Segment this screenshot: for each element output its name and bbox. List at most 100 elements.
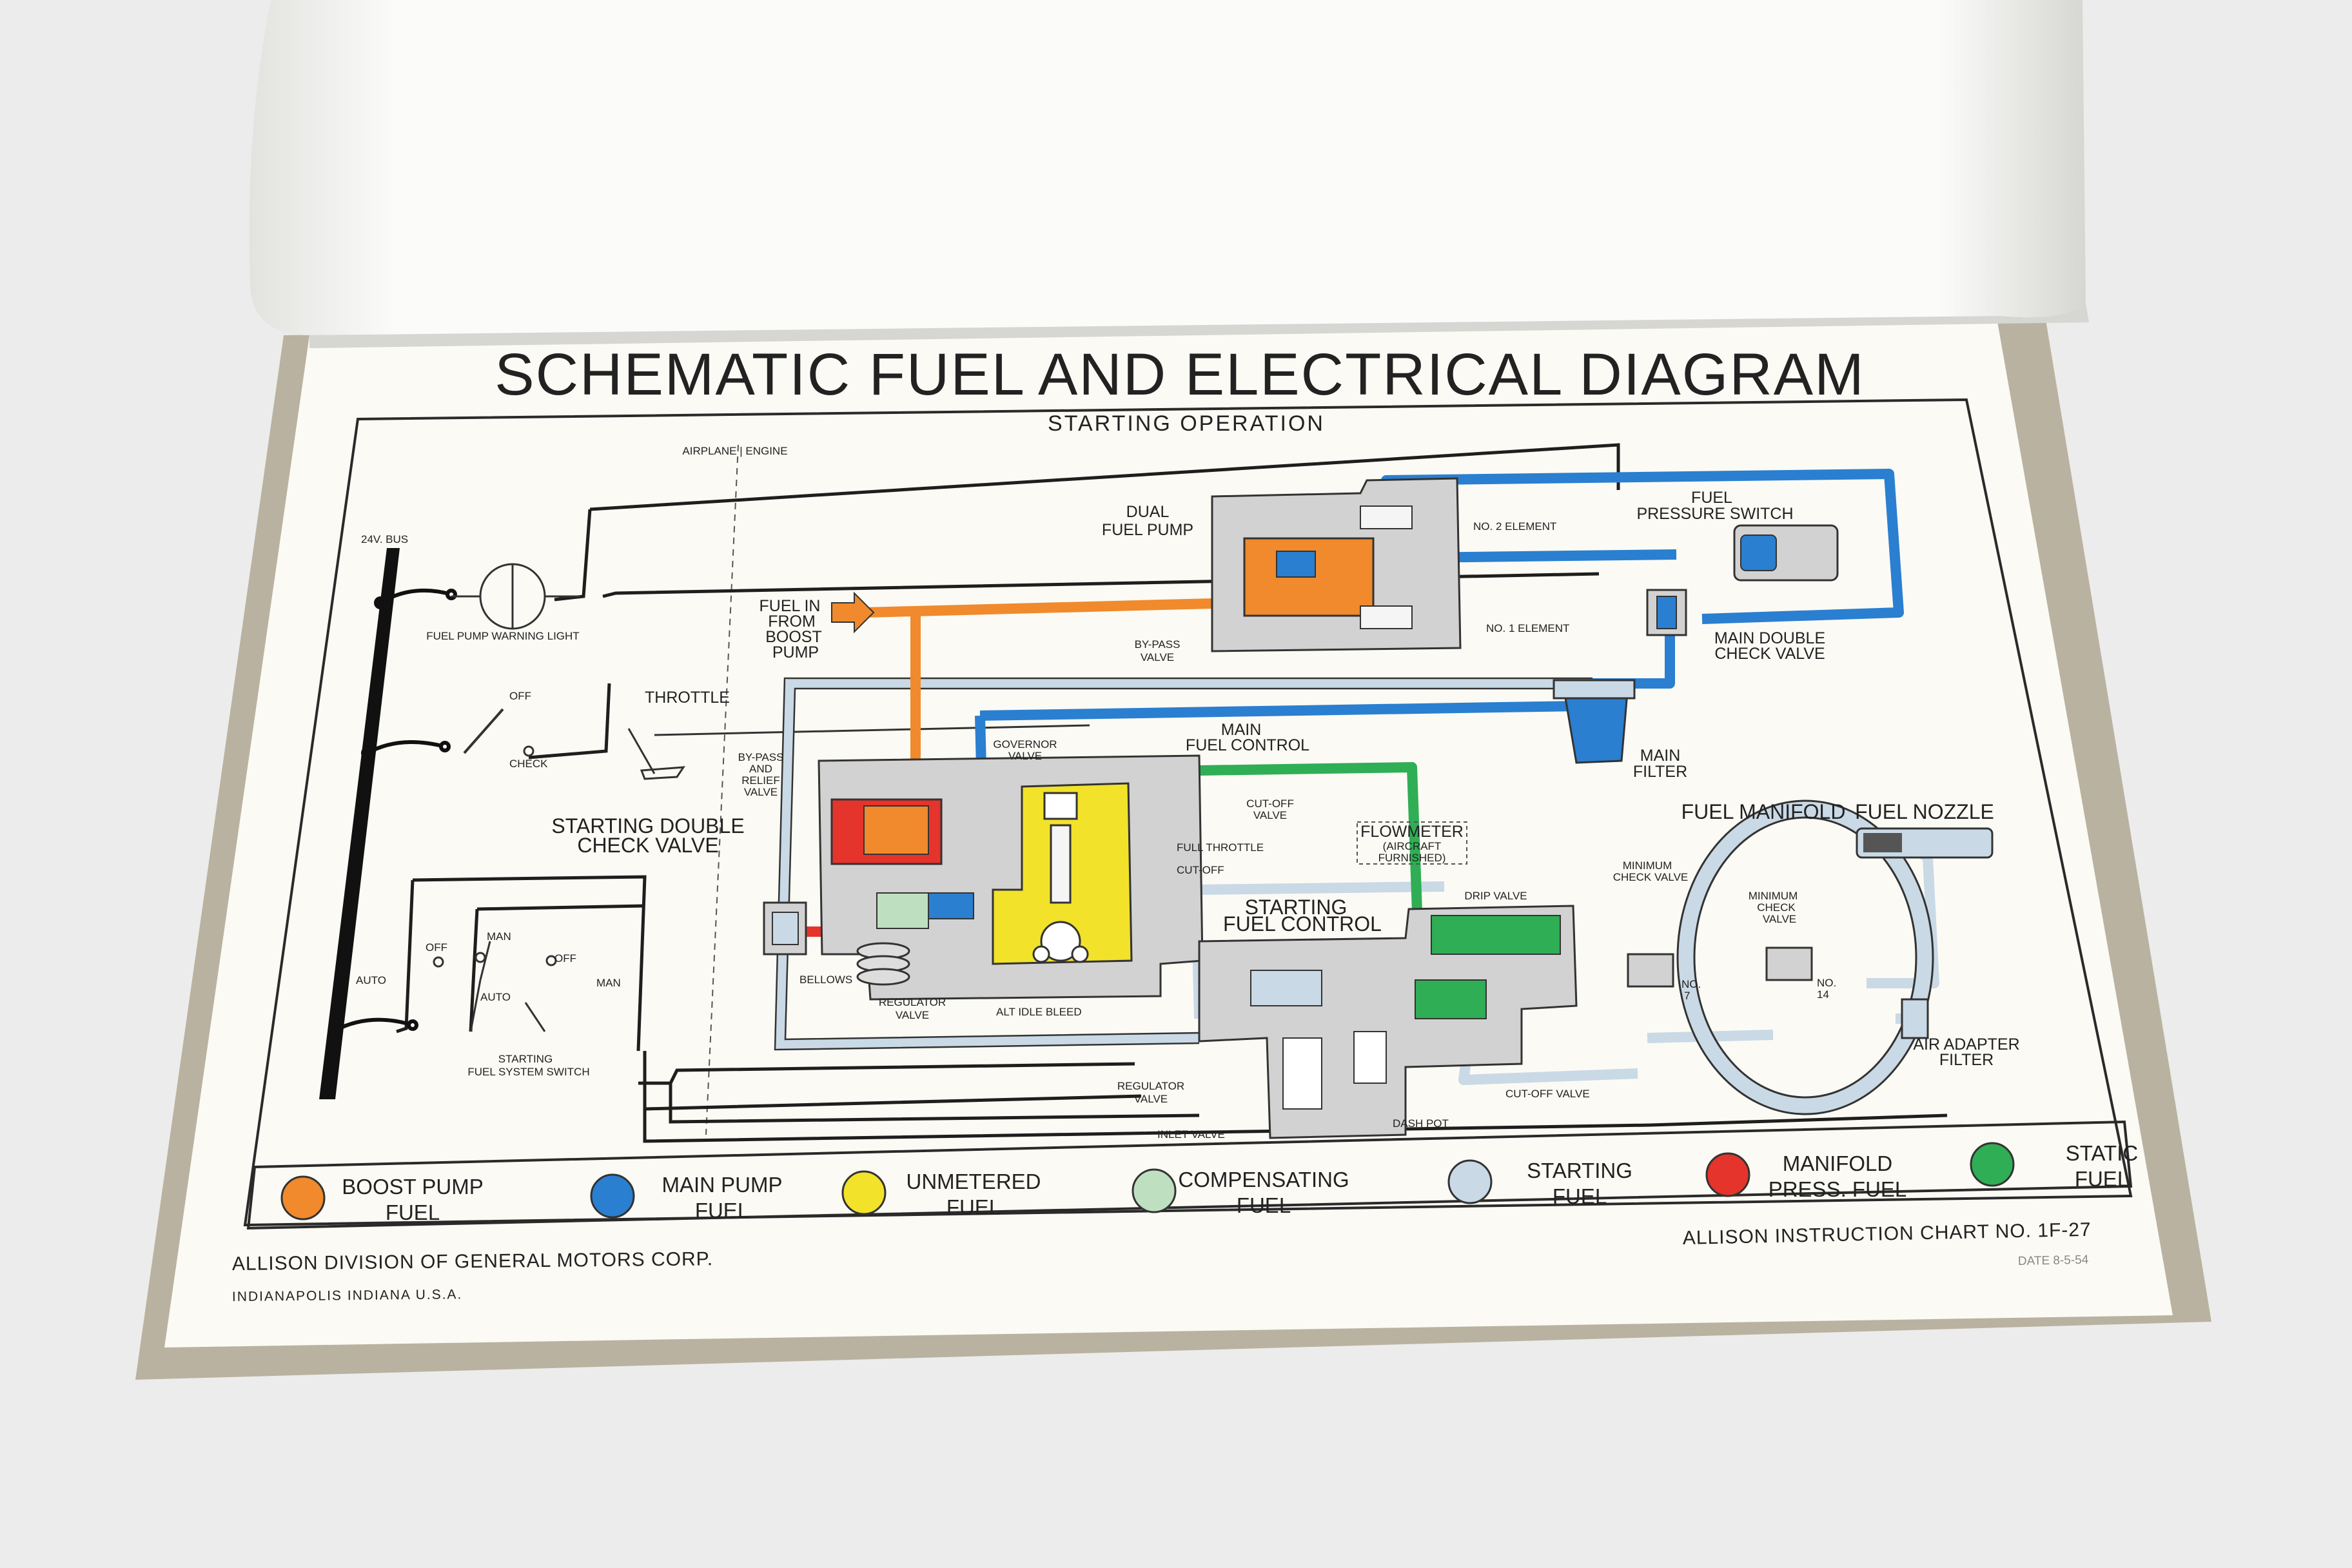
dash-pot-label: DASH POT (1393, 1117, 1449, 1130)
fuel-in-label-3: BOOST (765, 628, 822, 646)
legend-label-line2: FUEL (1237, 1193, 1291, 1217)
flowmeter-label-2: (AIRCRAFT (1383, 840, 1442, 852)
bypass-relief-label-4: VALVE (744, 786, 778, 798)
fuel-in-label-2: FROM (768, 612, 816, 631)
min-check-valve-1-label-b: CHECK VALVE (1613, 871, 1689, 883)
bellows-label: BELLOWS (799, 974, 852, 986)
legend-swatch (590, 1173, 635, 1219)
legend-label-line2: FUEL (946, 1195, 1001, 1219)
legend-swatch (1132, 1168, 1177, 1213)
fuel-in-arrow (831, 591, 875, 634)
man-label-a: MAN (487, 930, 511, 943)
main-fuel-control-label-2: FUEL CONTROL (1186, 736, 1309, 754)
chart-border (243, 398, 2133, 1227)
starting-control-blue-piston (1250, 970, 1322, 1006)
bypass-relief-valve-core (863, 805, 929, 855)
throttle-symbol (627, 724, 1090, 780)
no2-element-label: NO. 2 ELEMENT (1473, 520, 1556, 533)
chart-title: SCHEMATIC FUEL AND ELECTRICAL DIAGRAM (495, 342, 1865, 407)
fuel-in-label-1: FUEL IN (760, 597, 821, 615)
bypass-valve-label-1: BY-PASS (1135, 638, 1181, 651)
cutoff-valve-bottom-label: CUT-OFF VALVE (1505, 1088, 1590, 1100)
drip-valve-green (1431, 915, 1561, 955)
fuel-pressure-switch-label-2: PRESSURE SWITCH (1636, 505, 1793, 523)
regulator-valve-lower-label-2: VALVE (1134, 1093, 1168, 1105)
bypass-relief-label-2: AND (749, 763, 772, 775)
starting-fuel-outlines (774, 677, 1592, 1051)
rolled-sheet (249, 0, 2086, 335)
alt-idle-bleed-label: ALT IDLE BLEED (996, 1006, 1082, 1018)
legend-label-line2: FUEL (2075, 1167, 2129, 1191)
legend-label-line1: COMPENSATING (1178, 1168, 1349, 1191)
bellows-symbol (856, 942, 910, 986)
flowmeter-label-3: FURNISHED) (1378, 852, 1446, 864)
legend-label-line1: STATIC (2066, 1141, 2138, 1165)
electrical-wiring (396, 443, 1948, 1143)
main-filter-cap (1553, 679, 1636, 700)
starting-fuel-control-label-2: FUEL CONTROL (1223, 912, 1382, 936)
footer-company: ALLISON DIVISION OF GENERAL MOTORS CORP. (232, 1248, 714, 1275)
full-throttle-label: FULL THROTTLE (1177, 841, 1264, 854)
cutoff-valve-top-label-1: CUT-OFF (1246, 798, 1294, 810)
no14-label-b: 14 (1817, 988, 1829, 1001)
bypass-relief-label-1: BY-PASS (738, 751, 784, 763)
starting-double-check-label-2: CHECK VALVE (577, 834, 718, 857)
starting-double-check-core (772, 912, 799, 945)
regulator-valve-label-1: REGULATOR (879, 996, 946, 1008)
flowmeter-label-1: FLOWMETER (1360, 823, 1464, 841)
legend-label-line2: FUEL (695, 1199, 749, 1222)
off-switch-label-b: OFF (554, 952, 576, 965)
min-check-valve-14 (1765, 946, 1813, 981)
off-label-top: OFF (509, 690, 531, 702)
bus-switches (329, 588, 457, 1037)
air-adapter-filter-label-1: AIR ADAPTER (1913, 1035, 2019, 1054)
legend-label-line2: FUEL (386, 1200, 440, 1224)
legend-label-line1: BOOST PUMP (342, 1175, 483, 1199)
fuel-manifold-outline-outer (1676, 799, 1934, 1115)
auto-label-a: AUTO (356, 974, 386, 986)
bypass-relief-label-3: RELIEF (741, 774, 780, 787)
fuel-nozzle-tip (1863, 833, 1902, 852)
check-label: CHECK (509, 758, 548, 770)
no7-label-b: 7 (1684, 990, 1690, 1002)
legend-label-line2: FUEL (1553, 1184, 1607, 1208)
min-check-valve-2-label-b: CHECK (1757, 901, 1796, 914)
rolled-sheet-shadow (309, 303, 2089, 348)
main-fuel-control-label-1: MAIN (1221, 721, 1262, 739)
fuel-in-label-4: PUMP (772, 643, 819, 662)
bus-label: 24V. BUS (361, 533, 408, 545)
regulator-valve-lower-label-1: REGULATOR (1117, 1080, 1184, 1092)
main-filter-label-1: MAIN (1640, 747, 1681, 765)
governor-valve-mechanism (1032, 792, 1089, 963)
inlet-valve-label: INLET VALVE (1157, 1128, 1225, 1141)
legend-label-line1: UNMETERED (906, 1170, 1041, 1193)
main-double-check-label-2: CHECK VALVE (1714, 645, 1825, 663)
legend-swatch (841, 1170, 887, 1215)
starting-switch-label-1: STARTING (498, 1053, 553, 1065)
legend-label-line2: PRESS. FUEL (1769, 1177, 1907, 1201)
main-filter-label-2: FILTER (1633, 763, 1687, 781)
airplane-engine-label: AIRPLANE | ENGINE (682, 445, 787, 457)
min-check-valve-2-label-a: MINIMUM (1749, 890, 1798, 902)
min-check-valve-7 (1627, 953, 1674, 988)
legend-swatch (280, 1175, 326, 1220)
check-switch-arm (463, 708, 504, 754)
compensating-chamber (876, 892, 929, 929)
man-label-b: MAN (596, 977, 621, 989)
starting-fuel-control-label-1: STARTING (1245, 896, 1348, 919)
bus-bar (319, 548, 400, 1099)
starting-switch-symbol (433, 941, 557, 1032)
legend-label-line1: MAIN PUMP (662, 1173, 782, 1197)
air-adapter-filter-label-2: FILTER (1939, 1051, 1994, 1069)
pump-gear-elements (1360, 505, 1413, 629)
legend-band (246, 1120, 2133, 1230)
dual-pump-blue-core (1276, 551, 1316, 578)
static-cutoff-block (1415, 979, 1487, 1019)
warning-light-symbol (451, 563, 580, 630)
flowmeter-label-box (1357, 821, 1467, 865)
fuel-nozzle-label: FUEL NOZZLE (1855, 800, 1994, 823)
throttle-label: THROTTLE (645, 689, 730, 707)
bypass-valve-label-2: VALVE (1141, 651, 1174, 663)
